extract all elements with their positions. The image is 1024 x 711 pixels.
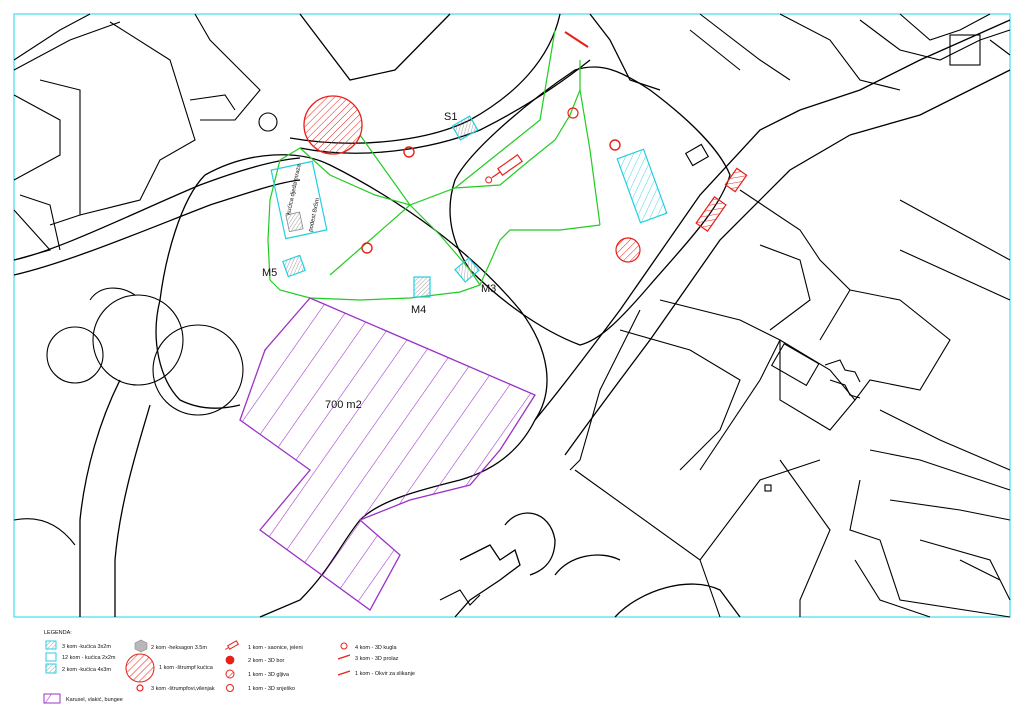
house-s1	[451, 115, 479, 141]
map-border	[13, 13, 1011, 618]
legend-gate: 3 kom - 3D prolaz	[355, 656, 399, 662]
legend-strumpf-house-icon	[125, 653, 155, 683]
legend-house-2x2-icon	[45, 652, 57, 662]
legend-ball-icon	[340, 642, 348, 650]
legend-tree: 2 kom - 3D bor	[248, 658, 285, 664]
house-m3	[454, 257, 480, 283]
legend-snowman-icon	[226, 684, 234, 692]
legend-mushroom-icon	[225, 669, 235, 679]
stage-label: podest 8x5m	[308, 198, 321, 233]
house-m5	[282, 254, 306, 278]
legend-carousel-icon	[43, 693, 61, 704]
mushroom-marker-1	[403, 146, 415, 158]
legend-frame: 1 kom - Okvir za slikanje	[355, 671, 415, 677]
legend-house-3x2-icon	[45, 640, 57, 650]
santa-house-label: kućica djeda mraza	[286, 163, 303, 215]
legend-house-3x2: 3 kom -kućica 3x2m	[62, 644, 111, 650]
legend-house-4x3: 2 kom -kućica 4x3m	[62, 667, 111, 673]
legend-ball: 4 kom - 3D kugla	[355, 645, 398, 651]
legend-hexagon: 2 kom -heksagon 3.5m	[151, 645, 207, 651]
green-paths	[267, 29, 601, 301]
legend-frame-icon	[337, 670, 351, 676]
legend-strumpf-house: 1 kom -štrumpf kućica	[159, 665, 214, 671]
marker-m5: M5	[262, 267, 277, 279]
bottom-area	[439, 484, 772, 618]
legend-carousel: Karusel, vlakić, bungee	[66, 697, 123, 703]
cyan-houses	[270, 115, 668, 298]
santa-house	[285, 211, 304, 233]
legend-snowman: 1 kom - 3D snješko	[248, 686, 295, 692]
ball-marker	[567, 107, 579, 119]
legend-sled-icon	[224, 640, 240, 650]
gate-marker-2	[724, 167, 748, 193]
sled-marker	[485, 154, 523, 184]
mushroom-marker-3	[609, 139, 621, 151]
legend-strumpf-mushroom: 3 kom -štrumpfovi,vilenjak	[151, 686, 215, 692]
buildings-right	[569, 13, 1011, 618]
house-large-right	[616, 148, 668, 224]
photo-frame-marker	[564, 31, 589, 48]
mushroom-marker-2	[361, 242, 373, 254]
area-label: 700 m2	[325, 399, 362, 411]
marker-m3: M3	[481, 283, 496, 295]
legend-strumpf-mushroom-icon	[136, 684, 144, 692]
gate-marker-1	[695, 196, 727, 232]
legend-tree-icon	[225, 655, 235, 665]
event-area-700m2	[239, 297, 536, 611]
legend-title: LEGENDA:	[44, 630, 72, 636]
marker-s1: S1	[444, 111, 457, 123]
legend-house-4x3-icon	[45, 663, 57, 674]
stage-area	[270, 160, 328, 240]
tree-marker	[615, 237, 641, 263]
legend-gate-icon	[337, 654, 351, 660]
marker-m4: M4	[411, 304, 426, 316]
strumpf-house-marker	[303, 95, 363, 155]
house-m4	[413, 276, 431, 298]
legend: LEGENDA: 3 kom -kućica 3x2m 12 kom - kuć…	[43, 630, 415, 704]
legend-hexagon-icon	[134, 639, 148, 653]
legend-house-2x2: 12 kom - kućica 2x2m	[62, 655, 116, 661]
red-features	[303, 31, 748, 263]
map-content: 700 m2	[13, 13, 1011, 618]
buildings-top-left	[13, 13, 278, 261]
legend-mushroom: 1 kom - 3D gljiva	[248, 672, 290, 678]
legend-sled: 1 kom - saonice, jeleni	[248, 645, 303, 651]
